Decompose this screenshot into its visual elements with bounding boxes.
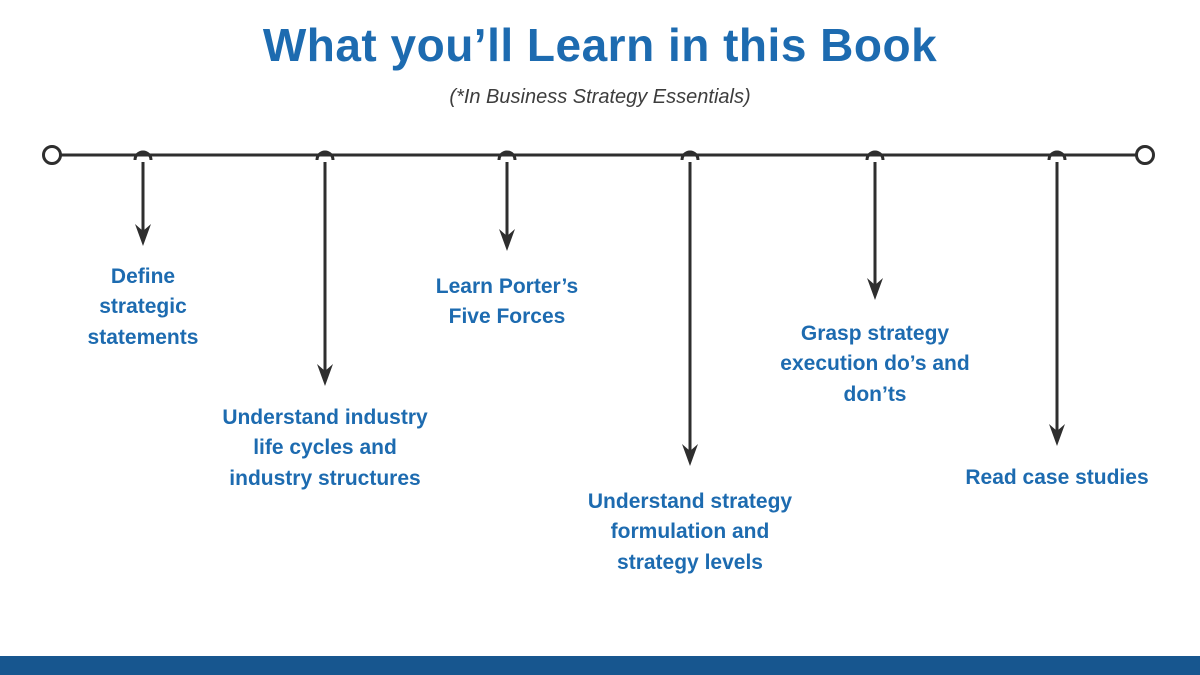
arrow-head-icon bbox=[317, 364, 333, 386]
hook-icon bbox=[865, 150, 885, 161]
timeline-arrow-1 bbox=[133, 150, 153, 246]
arrow-head-icon bbox=[867, 278, 883, 300]
timeline-item-label-strategy-execution: Grasp strategy execution do’s and don’ts bbox=[780, 322, 970, 406]
hook-icon bbox=[1047, 150, 1067, 161]
hook-icon bbox=[497, 150, 517, 161]
timeline-endpoint-right bbox=[1135, 145, 1155, 165]
hook-icon bbox=[315, 150, 335, 161]
timeline-item-label-read-case-studies: Read case studies bbox=[965, 466, 1149, 489]
timeline-item-label-define-strategic-statements: Define strategic statements bbox=[87, 265, 199, 349]
timeline-item-label-industry-life-cycles: Understand industry life cycles and indu… bbox=[222, 406, 428, 490]
timeline-arrow-5 bbox=[865, 150, 885, 300]
hook-icon bbox=[680, 150, 700, 161]
timeline-arrow-2 bbox=[315, 150, 335, 386]
arrow-head-icon bbox=[499, 229, 515, 251]
page-title: What you’ll Learn in this Book bbox=[262, 19, 938, 71]
timeline-arrow-3 bbox=[497, 150, 517, 251]
timeline-arrow-4 bbox=[680, 150, 700, 466]
footer-bar bbox=[0, 656, 1200, 675]
timeline-arrow-6 bbox=[1047, 150, 1067, 446]
hook-icon bbox=[133, 150, 153, 161]
timeline-endpoint-left bbox=[42, 145, 62, 165]
page-subtitle: (*In Business Strategy Essentials) bbox=[449, 86, 751, 108]
timeline-item-label-strategy-formulation: Understand strategy formulation and stra… bbox=[587, 490, 793, 574]
arrow-head-icon bbox=[1049, 424, 1065, 446]
arrow-head-icon bbox=[135, 224, 151, 246]
arrow-head-icon bbox=[682, 444, 698, 466]
timeline-item-label-porters-five-forces: Learn Porter’s Five Forces bbox=[435, 275, 579, 329]
